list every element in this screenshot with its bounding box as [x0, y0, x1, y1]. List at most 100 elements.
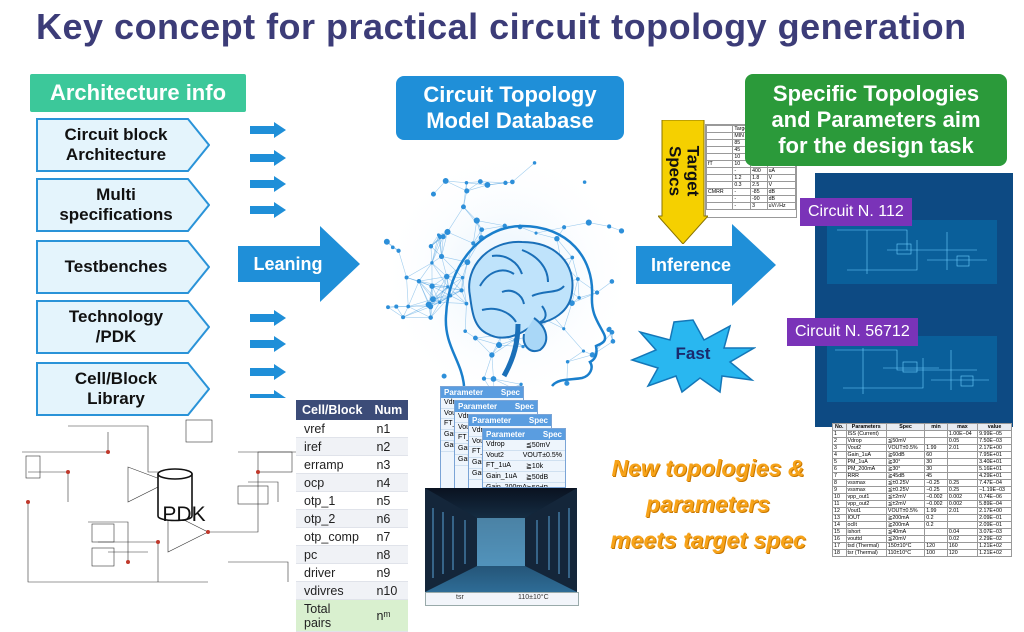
- bottom-row-spec: 110±10°C: [518, 594, 549, 601]
- spec-card-row: Gain_1uA ≧50dB: [483, 472, 565, 483]
- param-table-cell: −0.25: [925, 487, 948, 494]
- target-table-cell: 1.8: [751, 175, 768, 182]
- param-table-cell: −0.25: [925, 480, 948, 487]
- small-arrow: [250, 150, 286, 166]
- param-table-cell: 17: [833, 543, 847, 550]
- param-table-cell: [886, 431, 924, 438]
- spec-card-param: Vout2: [486, 452, 523, 459]
- cell-table-cell: driver: [296, 564, 368, 582]
- spec-card: Parameter Spec Vdrop ≦50mV Vout2 VOUT±0.…: [482, 428, 566, 488]
- param-table-cell: IOUT: [846, 515, 886, 522]
- small-arrow: [250, 122, 286, 138]
- spec-card-param: Gain_1uA: [486, 473, 526, 481]
- spec-card-header-spec: Spec: [501, 388, 520, 397]
- param-table-cell: ≦±0.25V: [886, 487, 924, 494]
- spec-card-spec: ≧50dB: [526, 473, 548, 481]
- param-table-cell: 110±10°C: [886, 550, 924, 557]
- param-table-cell: 1: [833, 431, 847, 438]
- target-table-cell: V: [767, 182, 795, 189]
- param-table-cell: [947, 466, 977, 473]
- param-table-cell: 15: [833, 529, 847, 536]
- total-value: nᵐ: [368, 600, 408, 632]
- param-table-cell: 30: [925, 459, 948, 466]
- server-room-icon: [425, 488, 577, 592]
- param-table-cell: Vout1: [846, 508, 886, 515]
- param-table-cell: 7: [833, 473, 847, 480]
- param-table-cell: 0.002: [947, 501, 977, 508]
- cell-table-cell: pc: [296, 546, 368, 564]
- target-table-cell: -90: [751, 196, 768, 203]
- target-specs-label: Target Specs: [665, 146, 701, 197]
- param-table-cell: RRR: [846, 473, 886, 480]
- target-table-cell: dB: [767, 189, 795, 196]
- spec-card-spec: VOUT±0.5%: [523, 452, 562, 459]
- architecture-item-label: Testbenches: [65, 257, 182, 277]
- param-table-cell: VOUT±0.5%: [886, 445, 924, 452]
- param-table-cell: −0.002: [925, 501, 948, 508]
- cell-table-cell: n7: [368, 528, 408, 546]
- small-arrow: [250, 390, 286, 398]
- circuit-label-56712: Circuit N. 56712: [787, 318, 918, 346]
- architecture-item: Circuit block Architecture: [36, 118, 210, 172]
- param-table-cell: 1.21E+02: [978, 543, 1012, 550]
- cell-table-cell: n3: [368, 456, 408, 474]
- param-table-cell: 2.01: [947, 445, 977, 452]
- target-table-cell: 1.2: [733, 175, 751, 182]
- small-arrow: [250, 176, 286, 192]
- circuit-label-112: Circuit N. 112: [800, 198, 912, 226]
- learning-arrow-label: Leaning: [238, 246, 338, 282]
- architecture-item-label: Cell/Block Library: [75, 369, 171, 409]
- spec-card-header-param: Parameter: [458, 402, 497, 411]
- cell-table-cell: n4: [368, 474, 408, 492]
- param-table-cell: [947, 473, 977, 480]
- param-table-cell: 45: [925, 473, 948, 480]
- param-table-cell: ≦20mV: [886, 536, 924, 543]
- param-table-cell: [925, 438, 948, 445]
- param-table-cell: 0.002: [947, 494, 977, 501]
- param-table-cell: PM_200mA: [846, 466, 886, 473]
- param-table-cell: tsd (Thermal): [846, 543, 886, 550]
- small-arrow: [250, 202, 286, 218]
- target-table-cell: [707, 182, 733, 189]
- pdk-label: PDK: [154, 498, 214, 532]
- param-table-cell: 0.25: [947, 487, 977, 494]
- param-table-cell: [947, 452, 977, 459]
- cell-table-cell: n2: [368, 438, 408, 456]
- cell-table-header: Cell/Block: [296, 400, 368, 420]
- param-table-header: No.: [833, 424, 847, 431]
- target-table-cell: -: [733, 203, 751, 210]
- target-table-cell: [707, 168, 733, 175]
- spec-card-row: Vdrop ≦50mV: [483, 440, 565, 451]
- param-table-cell: 2.17E+00: [978, 508, 1012, 515]
- new-topologies-text: New topologies & parameters meets target…: [584, 450, 832, 558]
- param-table-cell: 150±10°C: [886, 543, 924, 550]
- param-table-cell: ≧30°: [886, 459, 924, 466]
- param-table-cell: 18: [833, 550, 847, 557]
- param-table-header: Spec: [886, 424, 924, 431]
- param-table-cell: 120: [947, 550, 977, 557]
- cell-table-cell: n1: [368, 420, 408, 438]
- param-table-cell: 1.99: [925, 445, 948, 452]
- page-title: Key concept for practical circuit topolo…: [36, 6, 967, 48]
- param-table-cell: vpp_out1: [846, 494, 886, 501]
- param-table-cell: ≦±0.25V: [886, 480, 924, 487]
- param-table-cell: 0.2: [925, 515, 948, 522]
- param-table-cell: 160: [947, 543, 977, 550]
- param-table-cell: 5: [833, 459, 847, 466]
- cell-table-cell: n6: [368, 510, 408, 528]
- target-table-cell: V: [767, 175, 795, 182]
- architecture-item: Cell/Block Library: [36, 362, 210, 416]
- param-table-cell: ≧200mA: [886, 522, 924, 529]
- param-table-cell: 7.47E−04: [978, 480, 1012, 487]
- param-table-cell: 1.21E+02: [978, 550, 1012, 557]
